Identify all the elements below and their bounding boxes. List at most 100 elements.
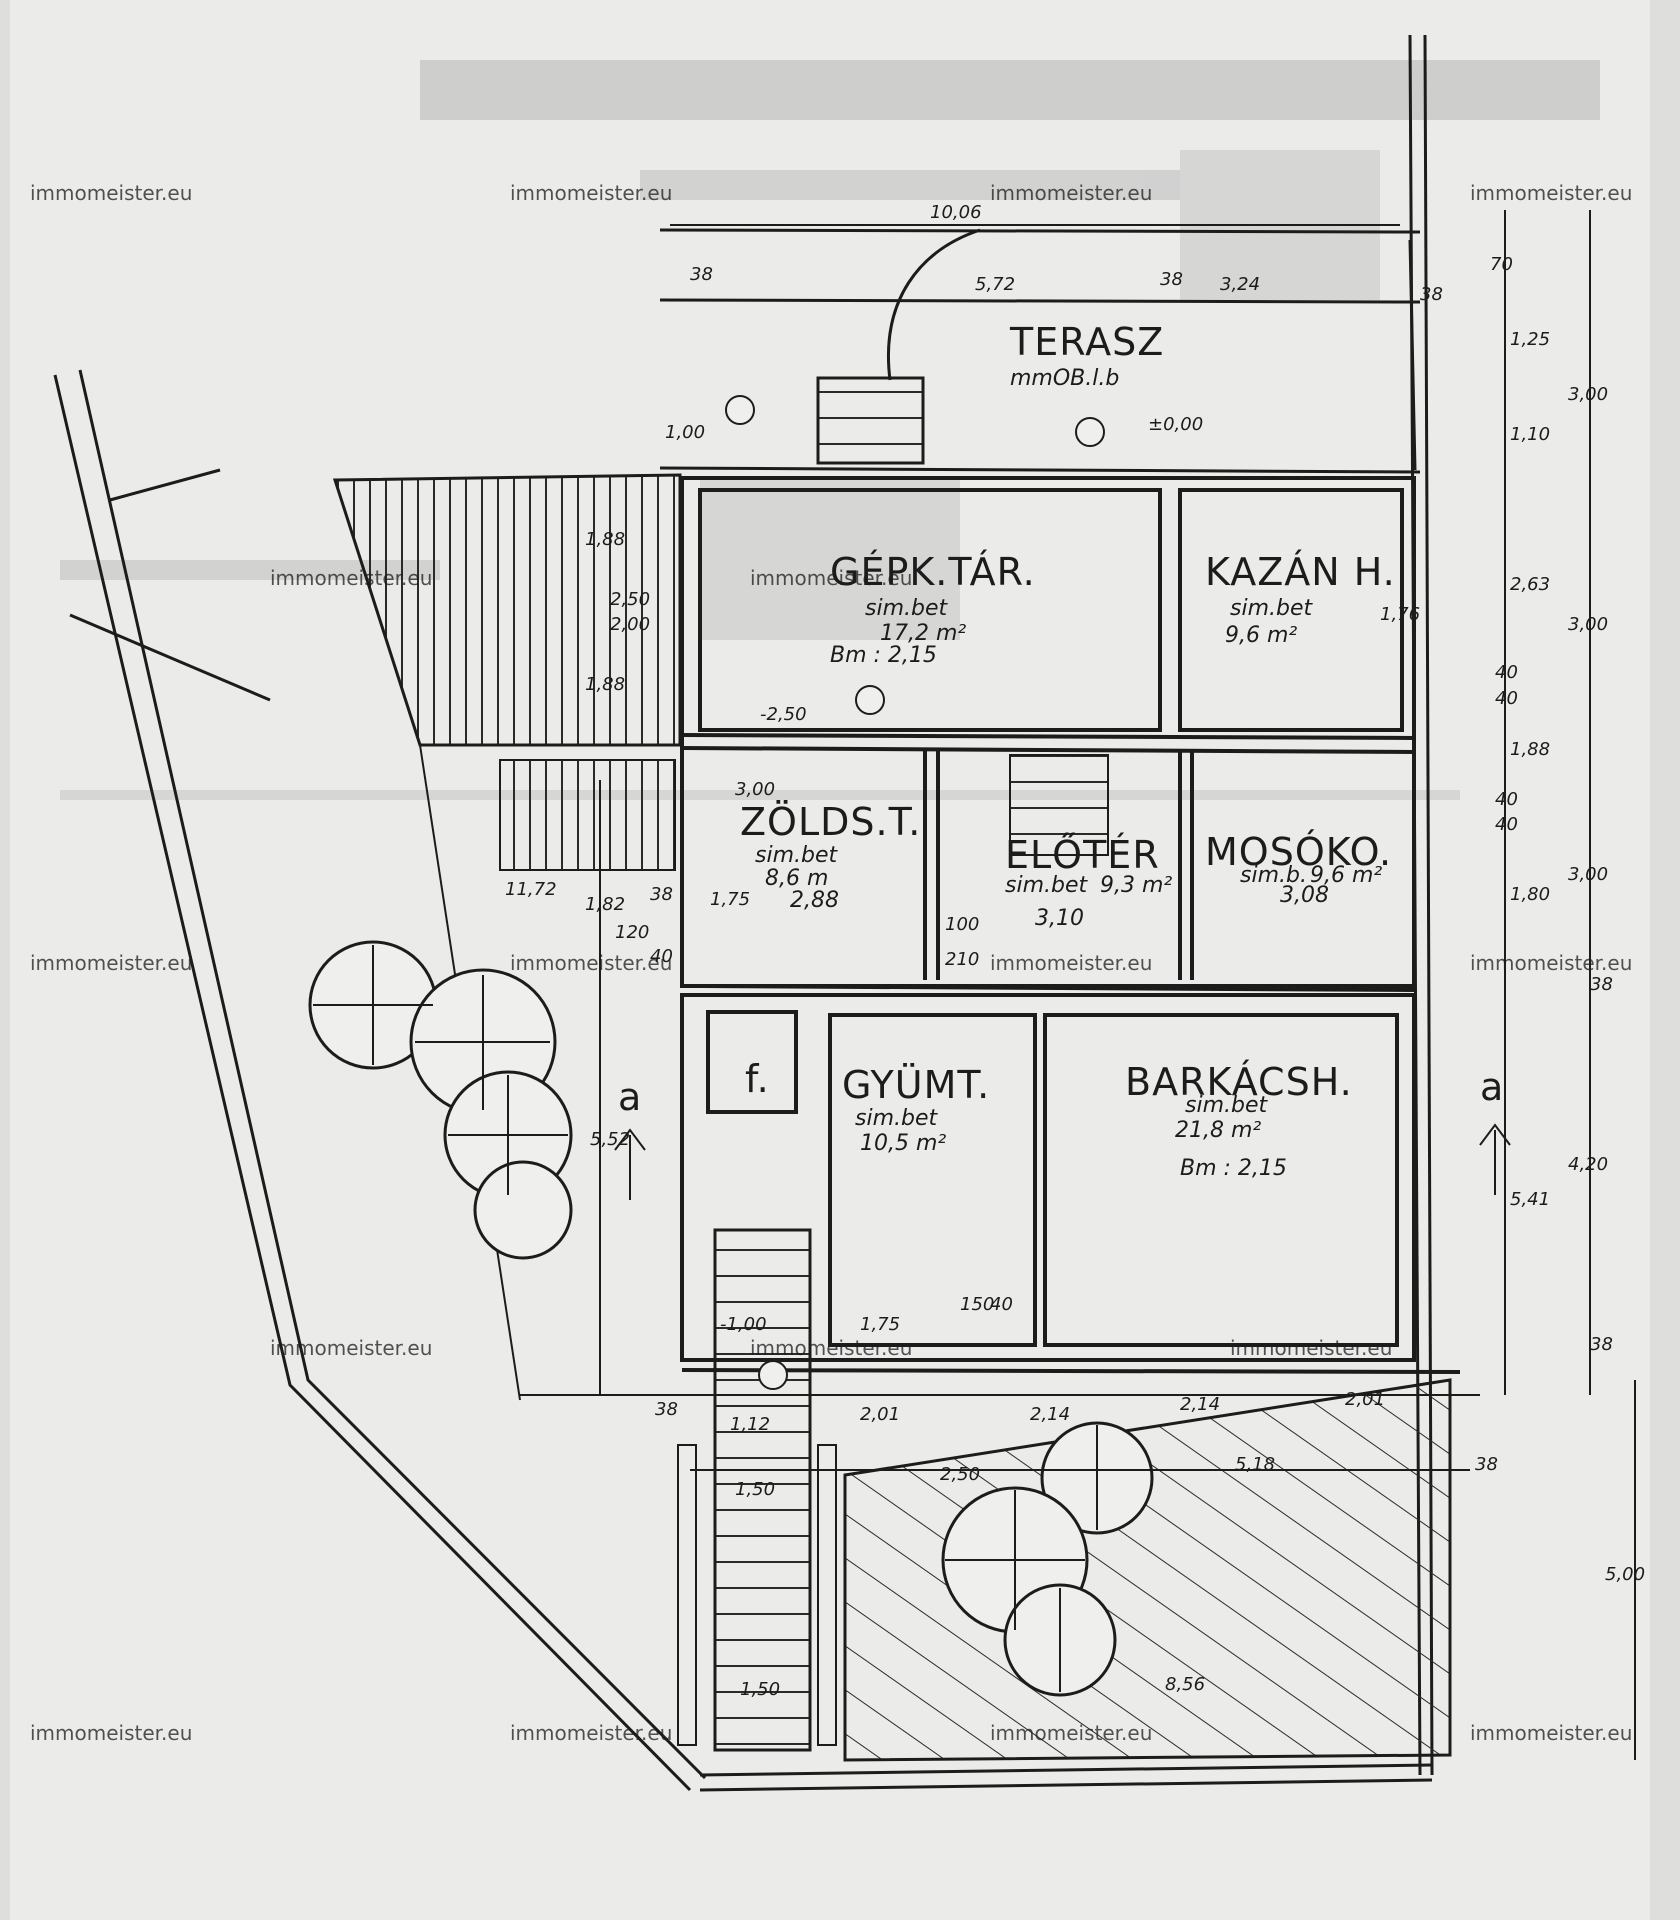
- room-floor-zolds: sim.bet: [755, 843, 838, 868]
- dimension-label: immomeister.eu: [30, 181, 192, 205]
- dimension-label: immomeister.eu: [1470, 181, 1632, 205]
- room-floor-kazan: sim.bet: [1230, 596, 1313, 621]
- dimension-label: immomeister.eu: [270, 566, 432, 590]
- level-ground: ±0,00: [1148, 414, 1203, 435]
- dimension-label: 8,56: [1165, 1674, 1205, 1695]
- dimension-label: 3,00: [735, 779, 775, 800]
- dimension-label: 40: [1495, 789, 1518, 810]
- room-name-mosoko: MOSÓKO.: [1205, 830, 1392, 874]
- dimension-label: immomeister.eu: [510, 181, 672, 205]
- dimension-label: 38: [1420, 284, 1443, 305]
- dimension-label: immomeister.eu: [510, 951, 672, 975]
- dimension-label: immomeister.eu: [510, 1721, 672, 1745]
- dimension-label: 5,00: [1605, 1564, 1645, 1585]
- room-name-f: f.: [745, 1057, 770, 1101]
- level-markers: [725, 395, 1105, 1390]
- dimension-label: 1,10: [1510, 424, 1550, 445]
- level-basement: -2,50: [760, 704, 807, 725]
- room-name-zolds: ZÖLDS.T.: [740, 800, 921, 844]
- dimension-label: 1,12: [730, 1414, 770, 1435]
- dimension-label: immomeister.eu: [1230, 1336, 1392, 1360]
- dimension-label: 38: [1475, 1454, 1498, 1475]
- section-mark-left: a: [618, 1075, 642, 1119]
- dimension-label: 2,14: [1030, 1404, 1070, 1425]
- dimension-label: 2,00: [610, 614, 650, 635]
- room-floor-eloter: sim.bet: [1005, 873, 1088, 898]
- dimension-label: 38: [690, 264, 713, 285]
- dimension-label: immomeister.eu: [1470, 1721, 1632, 1745]
- section-markers: [614, 1123, 1511, 1200]
- dimension-label: 1,75: [710, 889, 750, 910]
- dimension-label: immomeister.eu: [30, 1721, 192, 1745]
- room-name-eloter: ELŐTÉR: [1005, 833, 1160, 877]
- dimension-label: 1,00: [665, 422, 705, 443]
- dimension-label: 70: [1490, 254, 1513, 275]
- room-area-eloter: 9,3 m²: [1100, 873, 1172, 898]
- dimension-label: 38: [1160, 269, 1183, 290]
- dimension-label: 1,50: [735, 1479, 775, 1500]
- section-mark-right: a: [1480, 1065, 1504, 1109]
- dimension-label: immomeister.eu: [990, 181, 1152, 205]
- dimension-label: 3,00: [1568, 614, 1608, 635]
- dimension-label: 2,01: [860, 1404, 900, 1425]
- room-name-gyumt: GYÜMT.: [842, 1063, 990, 1107]
- room-name-kazan: KAZÁN H.: [1205, 550, 1396, 594]
- room-area-barkacs: 21,8 m²: [1175, 1118, 1261, 1143]
- dimension-lines: [520, 210, 1636, 1760]
- dimension-label: 11,72: [505, 879, 557, 900]
- room-height-gepk: Bm : 2,15: [830, 643, 937, 668]
- dimension-label: 2,63: [1510, 574, 1550, 595]
- terrace: [659, 228, 1421, 474]
- watermarks: immomeister.eu immomeister.eu immomeiste…: [30, 181, 1632, 1745]
- dimension-label: 2,50: [940, 1464, 980, 1485]
- room-extra-eloter: 3,10: [1035, 906, 1084, 931]
- dimension-label: 150: [960, 1294, 994, 1315]
- dimension-labels: 10,06 5,72 38 3,24 38 70 1,25 1,10 3,00 …: [505, 202, 1645, 1700]
- dimension-label: 1,75: [860, 1314, 900, 1335]
- room-name-gepk: GÉPK.TÁR.: [830, 550, 1036, 594]
- dimension-label: 40: [650, 946, 673, 967]
- dimension-label: 1,88: [1510, 739, 1550, 760]
- tree-branches: [313, 945, 1098, 1692]
- room-area-gepk: 17,2 m²: [880, 621, 966, 646]
- room-floor-gyumt: sim.bet: [855, 1106, 938, 1131]
- left-deck: [332, 473, 682, 1401]
- dimension-label: 1,88: [585, 674, 625, 695]
- dimension-label: 38: [650, 884, 673, 905]
- dimension-label: 40: [1495, 688, 1518, 709]
- room-floor-mosoko: sim.b.: [1240, 863, 1307, 888]
- dimension-label: 38: [1590, 974, 1613, 995]
- room-extra-mosoko: 3,08: [1280, 883, 1329, 908]
- room-name-barkacs: BARKÁCSH.: [1125, 1060, 1353, 1104]
- room-area-kazan: 9,6 m²: [1225, 623, 1297, 648]
- room-name-terasz: TERASZ: [1009, 320, 1164, 364]
- room-extra-zolds: 2,88: [790, 888, 839, 913]
- dimension-label: 5,52: [590, 1129, 630, 1150]
- room-floor-barkacs: sim.bet: [1185, 1093, 1268, 1118]
- dimension-label: immomeister.eu: [1470, 951, 1632, 975]
- dimension-label: 120: [615, 922, 649, 943]
- dimension-label: 10,06: [930, 202, 982, 223]
- dimension-label: 5,41: [1510, 1189, 1550, 1210]
- dimension-label: immomeister.eu: [750, 566, 912, 590]
- lower-garden: [677, 1228, 1452, 1762]
- dimension-label: 4,20: [1568, 1154, 1608, 1175]
- dimension-label: 100: [945, 914, 979, 935]
- room-area-gyumt: 10,5 m²: [860, 1131, 946, 1156]
- room-area-zolds: 8,6 m: [765, 866, 828, 891]
- dimension-label: immomeister.eu: [990, 1721, 1152, 1745]
- interior-stair: [1009, 754, 1109, 856]
- level-stair: -1,00: [720, 1314, 767, 1335]
- dimension-label: 40: [990, 1294, 1013, 1315]
- dimension-label: 1,25: [1510, 329, 1550, 350]
- dimension-label: 1,88: [585, 529, 625, 550]
- room-note-terasz: mmOB.l.b: [1010, 366, 1119, 391]
- dimension-label: 40: [1495, 814, 1518, 835]
- dimension-label: 40: [1495, 662, 1518, 683]
- room-area-mosoko: 9,6 m²: [1310, 863, 1382, 888]
- dimension-label: 1,80: [1510, 884, 1550, 905]
- dimension-label: 38: [1590, 1334, 1613, 1355]
- dimension-label: 3,00: [1568, 384, 1608, 405]
- dimension-label: immomeister.eu: [990, 951, 1152, 975]
